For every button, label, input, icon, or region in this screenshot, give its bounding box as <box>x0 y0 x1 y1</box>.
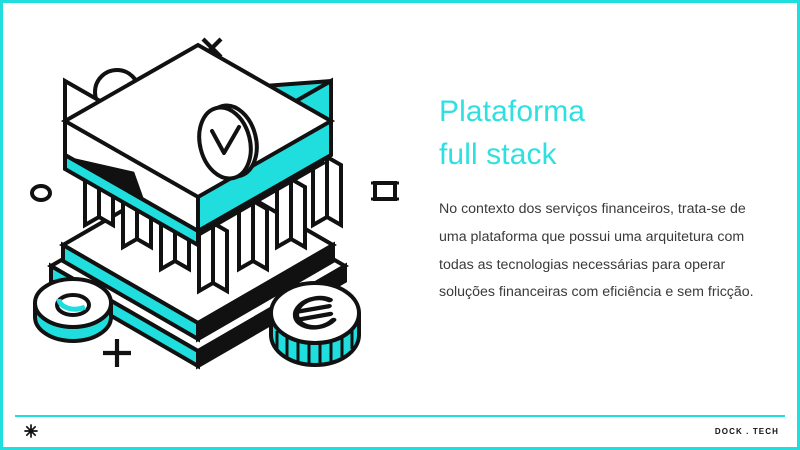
euro-coin-icon <box>269 281 361 367</box>
text-panel: Plataforma full stack No contexto dos se… <box>439 91 769 307</box>
footer-divider <box>15 415 785 417</box>
illustration-panel <box>13 13 423 408</box>
footer: DOCK . TECH <box>15 419 785 443</box>
torus-ring-icon <box>33 277 113 343</box>
page-title: Plataforma full stack <box>439 95 586 171</box>
small-ellipse-icon <box>30 184 52 202</box>
square-outline-icon <box>371 181 399 201</box>
clock-face-icon <box>197 103 259 181</box>
plus-mark-bottom-icon <box>103 339 131 367</box>
body-paragraph: No contexto dos serviços financeiros, tr… <box>439 201 754 301</box>
isometric-bank-illustration <box>30 37 399 370</box>
asterisk-icon <box>24 424 38 438</box>
brand-logo: DOCK . TECH <box>714 426 779 436</box>
